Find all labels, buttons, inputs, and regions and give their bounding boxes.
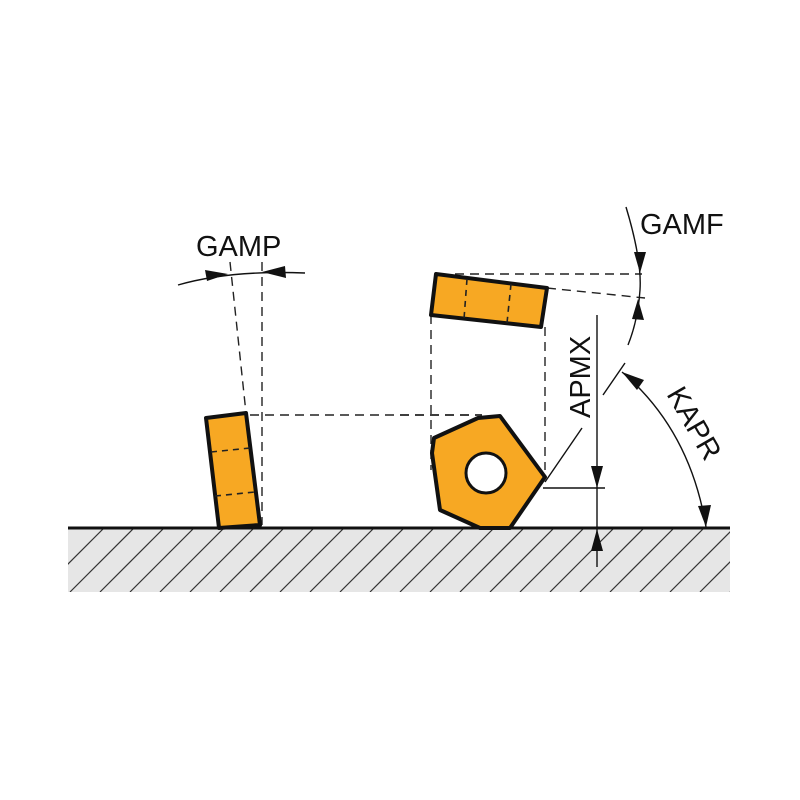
hatch-line (579, 528, 645, 592)
hatch-line (69, 528, 135, 592)
hatch-line (429, 528, 495, 592)
front-view-insert (400, 414, 547, 530)
hatch-line (279, 528, 345, 592)
side-view-insert (204, 261, 482, 530)
kapr-dimension: KAPR (602, 362, 727, 528)
hatch-line (549, 528, 615, 592)
hatch-line (249, 528, 315, 592)
apmx-label: APMX (565, 336, 597, 418)
gamp-dimension: GAMP (177, 231, 306, 286)
hatch-line (189, 528, 255, 592)
hatch-line (369, 528, 435, 592)
hatch-line (99, 528, 165, 592)
mounting-hole (464, 451, 508, 495)
hatch-line (309, 528, 375, 592)
hatch-line (669, 531, 730, 592)
hatch-line (129, 528, 195, 592)
gamf-dimension: GAMF (625, 206, 724, 346)
hatch-line (519, 528, 585, 592)
workpiece-ground (68, 526, 800, 592)
hatch-line (68, 528, 105, 565)
kapr-label: KAPR (660, 382, 727, 466)
apmx-dimension: APMX (543, 315, 605, 567)
hatch-line (790, 528, 800, 592)
hatch-line (489, 528, 555, 592)
hatch-line (399, 528, 465, 592)
hatch-line (339, 528, 405, 592)
gamf-label: GAMF (640, 209, 724, 241)
hatch-line (609, 528, 675, 592)
hatch-line (219, 528, 285, 592)
top-view-insert (429, 272, 646, 470)
hatch-line (699, 561, 730, 592)
gamp-label: GAMP (196, 231, 281, 263)
hatch-line (159, 528, 225, 592)
hatch-line (729, 591, 730, 592)
hatch-line (760, 528, 800, 592)
hatch-line (639, 528, 705, 592)
hatch-line (459, 528, 525, 592)
